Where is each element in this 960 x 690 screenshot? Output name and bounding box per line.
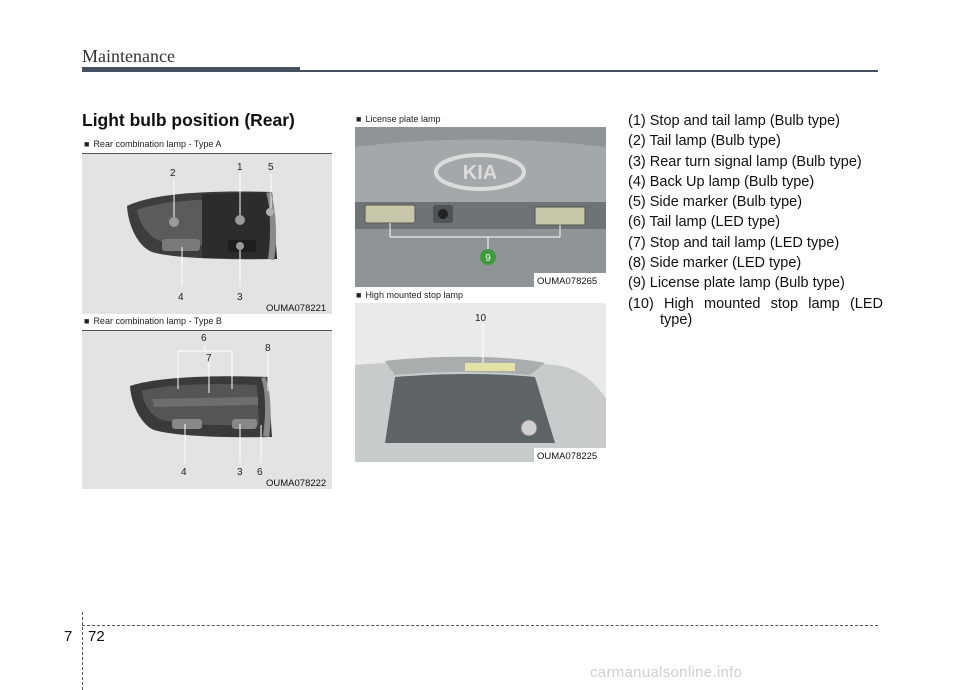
list-item: (1) Stop and tail lamp (Bulb type) — [628, 113, 840, 129]
bullet-square-icon: ■ — [356, 114, 362, 124]
callout-label: 6 — [257, 467, 263, 478]
callout-label: 3 — [237, 292, 243, 303]
list-item: (2) Tail lamp (Bulb type) — [628, 133, 781, 150]
svg-text:KIA: KIA — [463, 162, 497, 184]
callout-label: 2 — [170, 168, 176, 179]
callout-label: 4 — [181, 467, 187, 478]
figure-high-stop: 10 — [355, 303, 606, 462]
figure-type-b: 6 7 8 4 3 6 — [82, 331, 332, 489]
list-item: (4) Back Up lamp (Bulb type) — [628, 173, 815, 190]
callout-label: 7 — [206, 353, 212, 364]
figure-code: OUMA078265 — [537, 276, 598, 287]
callout-label: 10 — [475, 313, 487, 324]
list-item: (5) Side marker (Bulb type) — [628, 194, 803, 211]
footer-divider — [82, 612, 83, 690]
page-header-title: Maintenance — [82, 46, 175, 66]
list-item: (10) High mounted stop lamp (LED type) — [628, 295, 883, 328]
license-plate-lamp-illustration: KIA 9 — [355, 127, 606, 287]
list-item: (6) Tail lamp (LED type) — [628, 214, 781, 231]
callout-label: 4 — [178, 292, 184, 303]
list-item: (8) Side marker (LED type) — [628, 255, 802, 272]
high-mounted-stop-lamp-illustration: 10 — [355, 303, 606, 462]
callout-label: 8 — [265, 343, 271, 354]
figure-caption-high-stop: ■High mounted stop lamp — [356, 290, 463, 300]
tail-lamp-type-a-illustration: 2 1 5 4 3 — [127, 162, 277, 303]
figure-license: KIA 9 — [355, 127, 606, 287]
list-item: (9) License plate lamp (Bulb type) — [628, 275, 845, 292]
page-number: 72 — [88, 628, 105, 645]
bulb-position-list: (1) Stop and tail lamp (Bulb type) (2) T… — [628, 111, 883, 328]
callout-label: 5 — [268, 162, 274, 173]
figure-type-a: 2 1 5 4 3 — [82, 154, 332, 314]
bullet-square-icon: ■ — [356, 290, 362, 300]
figure-code: OUMA078222 — [266, 478, 327, 489]
figure-caption-type-a: ■Rear combination lamp - Type A — [84, 139, 222, 149]
callout-label: 9 — [485, 253, 491, 264]
figure-rule — [82, 330, 332, 331]
tail-lamp-type-b-illustration: 6 7 8 4 3 6 — [130, 333, 272, 478]
callout-label: 1 — [237, 162, 243, 173]
bullet-square-icon: ■ — [84, 316, 90, 326]
footer-rule — [82, 625, 878, 626]
figure-rule — [82, 153, 332, 154]
figure-caption-type-b: ■Rear combination lamp - Type B — [84, 316, 222, 326]
callout-label: 3 — [237, 467, 243, 478]
figure-code: OUMA078225 — [537, 451, 598, 462]
section-heading: Light bulb position (Rear) — [82, 110, 295, 130]
header-rule — [300, 70, 878, 72]
list-item: (3) Rear turn signal lamp (Bulb type) — [628, 153, 862, 170]
callout-label: 6 — [201, 333, 207, 344]
watermark: carmanualsonline.info — [590, 664, 743, 681]
figure-code: OUMA078221 — [266, 303, 327, 314]
bullet-square-icon: ■ — [84, 139, 90, 149]
figure-caption-license: ■License plate lamp — [356, 114, 441, 124]
list-item: (7) Stop and tail lamp (LED type) — [628, 234, 840, 251]
header-accent-bar — [82, 67, 300, 72]
chapter-number: 7 — [64, 628, 73, 645]
